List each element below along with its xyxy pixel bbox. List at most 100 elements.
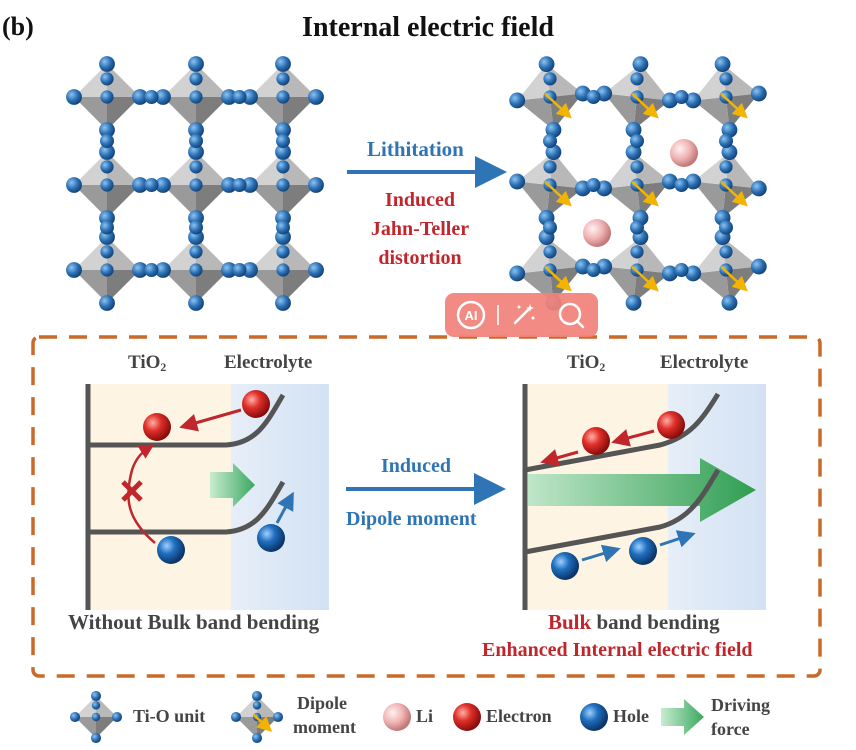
oxygen-atom [99, 56, 115, 72]
oxygen-atom [276, 220, 290, 235]
legend-label-li: Li [416, 706, 434, 726]
oxygen-atom [632, 56, 649, 73]
oxygen-atom [144, 90, 159, 104]
oxygen-atom [721, 294, 738, 311]
electron-icon [242, 390, 270, 418]
oxygen-atom [189, 72, 203, 86]
recombination-path [127, 444, 156, 544]
oxygen-atom [719, 220, 733, 235]
oxygen-atom [251, 732, 263, 744]
magic-wand-button[interactable] [503, 293, 543, 337]
oxygen-atom [155, 177, 171, 193]
oxygen-atom [90, 732, 102, 744]
oxygen-atom [661, 173, 678, 190]
li-ion-icon [383, 703, 411, 731]
oxygen-atom [674, 178, 689, 192]
oxygen-atom [509, 92, 526, 109]
oxygen-atom [189, 90, 203, 104]
oxygen-atom [132, 177, 148, 193]
left-panel-caption: Without Bulk band bending [68, 610, 320, 634]
oxygen-atom [100, 220, 114, 235]
oxygen-atom [100, 245, 114, 259]
oxygen-atom [661, 265, 678, 282]
magic-wand-icon [513, 304, 535, 325]
oxygen-atom [99, 122, 115, 138]
li-ion-icon [583, 219, 611, 247]
oxygen-atom [100, 134, 114, 148]
oxygen-atom [221, 177, 237, 193]
oxygen-atom [545, 121, 562, 138]
oxygen-atom [543, 245, 557, 259]
oxygen-atom [721, 144, 738, 161]
oxygen-atom [625, 144, 642, 161]
oxygen-atom [99, 295, 115, 311]
oxygen-atom [188, 295, 204, 311]
oxygen-atom [543, 220, 557, 235]
ti-o-octahedron [69, 690, 123, 744]
oxygen-atom [630, 72, 644, 86]
oxygen-atom [251, 690, 263, 702]
ti-o-octahedron [596, 56, 678, 138]
electrolyte-label-left: Electrolyte [224, 352, 313, 373]
ti-o-octahedron [66, 144, 148, 226]
dipole-arrow-icon [631, 265, 659, 292]
oxygen-atom [685, 173, 702, 190]
lattice-distorted [509, 56, 767, 311]
oxygen-atom [230, 711, 242, 723]
oxygen-atom [221, 262, 237, 278]
hole-icon [157, 536, 185, 564]
dipole-arrow-icon [720, 180, 748, 207]
legend-label-dipole-1: Dipole [297, 693, 348, 713]
oxygen-atom [308, 262, 324, 278]
tio2-label-right: TiO2 [567, 352, 606, 374]
electron-transfer-arrow [540, 449, 579, 467]
ai-button[interactable]: AI [451, 293, 491, 337]
dipole-moment-icon [230, 690, 284, 744]
legend-label-dipole-2: moment [293, 717, 356, 737]
oxygen-atom [188, 144, 204, 160]
oxygen-atom [543, 134, 557, 148]
band-diagram-right [522, 384, 766, 610]
oxygen-atom [719, 72, 733, 86]
toolbar-divider [497, 305, 499, 325]
oxygen-atom [719, 134, 733, 148]
oxygen-atom [276, 263, 290, 277]
oxygen-atom [276, 245, 290, 259]
oxygen-atom [719, 160, 733, 174]
oxygen-atom [144, 178, 159, 192]
dipole-arrow-icon [631, 180, 659, 207]
hole-transfer-arrow [659, 530, 696, 548]
hole-icon [580, 703, 608, 731]
oxygen-atom [275, 144, 291, 160]
oxygen-atom [100, 178, 114, 192]
oxygen-atom [69, 711, 81, 723]
ti-o-octahedron [66, 56, 148, 138]
oxygen-atom [66, 262, 82, 278]
band-diagram-left [85, 384, 329, 610]
legend [69, 690, 704, 744]
right-panel-caption-line-2: Enhanced Internal electric field [482, 639, 753, 661]
induced-label: Induced [381, 455, 452, 477]
electron-icon [657, 411, 685, 439]
dipole-arrow-icon [544, 180, 572, 207]
ti-o-unit-icon [69, 690, 123, 744]
oxygen-atom [100, 90, 114, 104]
oxygen-atom [221, 89, 237, 105]
ti-o-octahedron [509, 144, 591, 226]
oxygen-atom [661, 92, 678, 109]
oxygen-atom [272, 711, 284, 723]
oxygen-atom [275, 122, 291, 138]
ti-o-octahedron [155, 56, 237, 138]
oxygen-atom [543, 72, 557, 86]
hole-transfer-arrow [275, 491, 294, 524]
oxygen-atom [276, 72, 290, 86]
ti-o-octahedron [596, 229, 678, 311]
ai-overlay-toolbar[interactable]: AI [445, 293, 598, 337]
oxygen-atom [189, 178, 203, 192]
oxygen-atom [275, 295, 291, 311]
oxygen-atom [586, 178, 601, 192]
search-button[interactable] [549, 293, 593, 337]
electrolyte-label-right: Electrolyte [660, 352, 749, 373]
